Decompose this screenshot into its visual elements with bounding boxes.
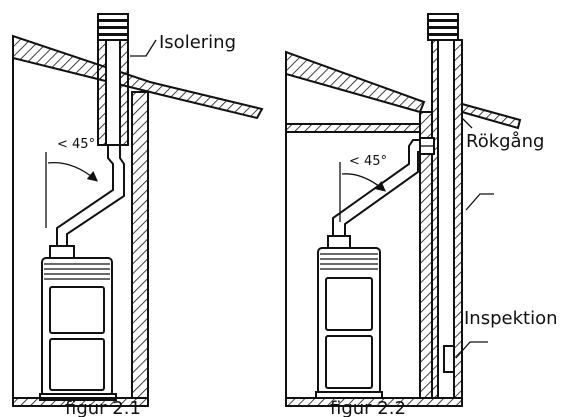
floor [12,397,149,407]
inspection-label: Inspektion [464,308,558,329]
ceiling-beam [285,123,421,133]
roof-2-outside [461,102,522,130]
flue-label: Rökgång [466,131,544,152]
angle-label-2: < 45° [349,154,387,169]
figure-2-1: < 45° Isolering figur 2.1 [12,13,264,417]
chimney-cap-2 [427,13,459,41]
flue-connection [419,137,435,155]
stove-2 [315,235,383,399]
insulated-chimney [97,39,129,146]
figure-2-2: < 45° Rökgång Inspektion figur 2.2 [285,13,558,417]
roof [12,34,264,120]
flue-leader [465,193,494,211]
inspection-hatch [443,345,455,373]
inner-wall [131,91,149,399]
angle-indicator: < 45° [45,137,98,228]
insulation-label: Isolering [159,32,236,53]
angle-label-1: < 45° [57,137,95,152]
flue-shaft [431,39,463,399]
flue-pipe-2 [332,139,420,236]
roof-2 [285,50,426,114]
figure-caption-1: figur 2.1 [65,398,141,417]
stove [39,245,117,401]
figure-caption-2: figur 2.2 [330,398,406,417]
angle-indicator-2: < 45° [339,154,387,222]
inspection-leader [455,341,488,359]
floor-2 [285,397,463,407]
flue-pipe [56,145,125,246]
flue-leader-top [461,117,473,129]
insulation-leader [130,39,157,57]
chimney-cap [97,13,129,41]
